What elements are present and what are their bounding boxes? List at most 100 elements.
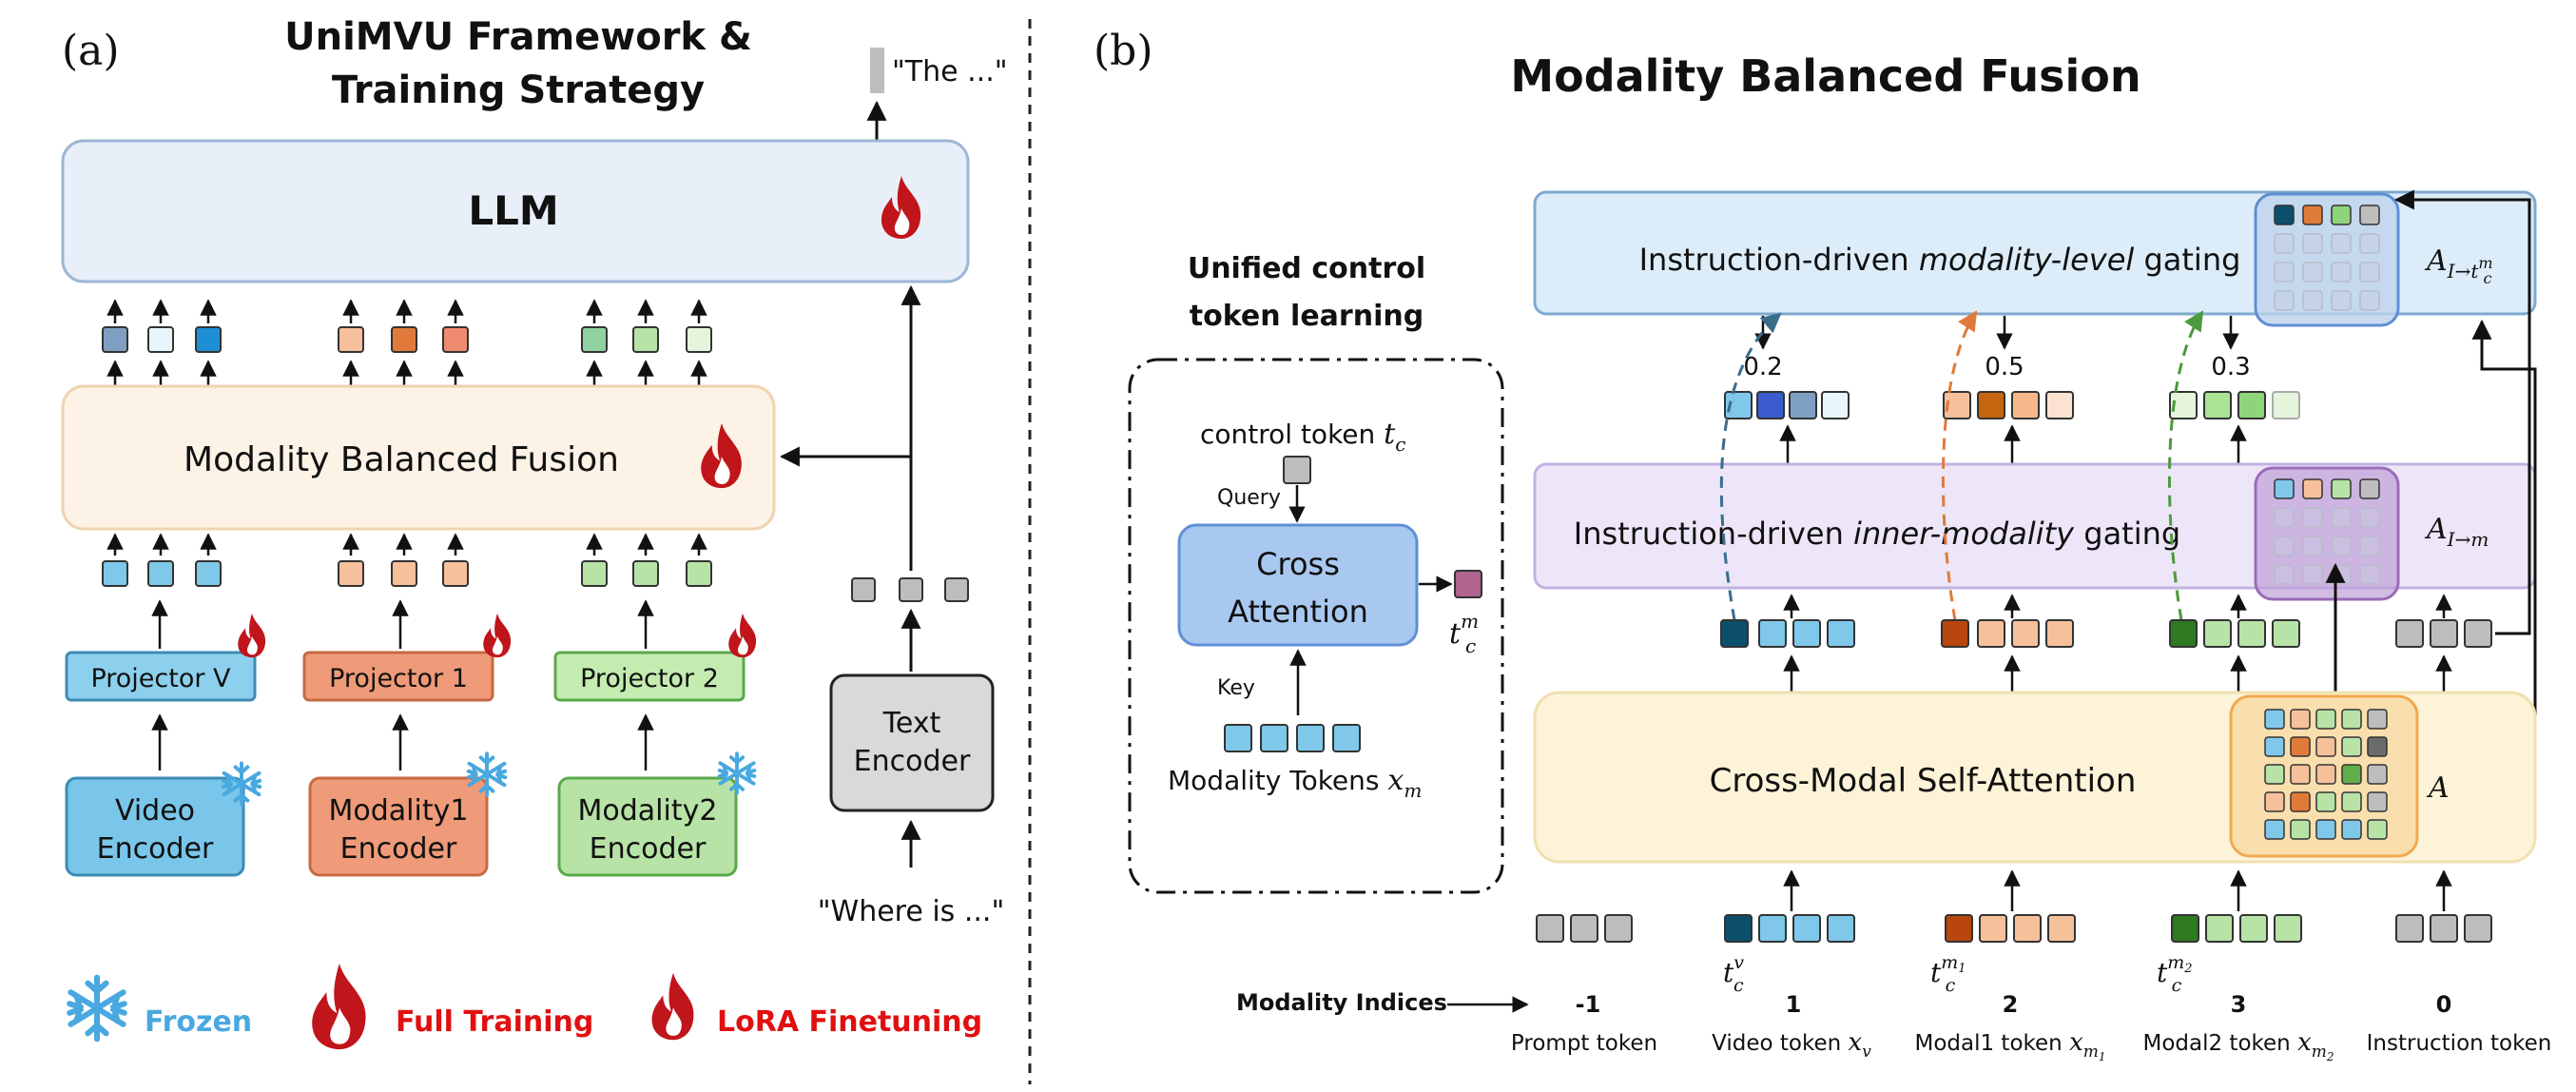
matrix-cell — [2315, 736, 2336, 757]
llm-box — [61, 139, 970, 283]
query-label: Query — [1217, 486, 1281, 510]
right-return-arrow — [2471, 319, 2537, 757]
token — [338, 326, 364, 353]
index-modal2: 3 — [2231, 991, 2247, 1018]
matrix-cell — [2274, 233, 2295, 254]
matrix-cell — [2341, 819, 2362, 840]
modality-indices-label: Modality Indices — [1236, 989, 1447, 1016]
token — [2169, 619, 2198, 648]
token — [1724, 391, 1753, 419]
token — [102, 560, 128, 587]
token — [1941, 619, 1969, 648]
token — [944, 577, 969, 602]
matrix-cell — [2331, 536, 2352, 556]
gated-tokens — [1724, 391, 2300, 419]
matrix-cell — [2359, 205, 2380, 225]
token — [1979, 914, 2007, 943]
matrix-frame — [2254, 192, 2400, 327]
self-attention-output-tokens — [1720, 619, 2492, 648]
matrix-cell — [2359, 507, 2380, 528]
matrix-cell — [2359, 290, 2380, 311]
token — [391, 326, 417, 353]
matrix-cell — [2367, 709, 2388, 730]
instruction-to-modality-gating-arrow — [2393, 189, 2531, 635]
token — [851, 577, 876, 602]
token — [1604, 914, 1633, 943]
matrix-cell — [2264, 736, 2285, 757]
token — [2239, 914, 2268, 943]
token — [1758, 619, 1787, 648]
gating-down-arrows — [1754, 316, 2239, 350]
matrix-cell — [2302, 262, 2323, 283]
token — [2171, 914, 2199, 943]
mbf-label: Modality Balanced Fusion — [184, 440, 619, 479]
matrix-cell — [2302, 233, 2323, 254]
token — [2203, 391, 2232, 419]
matrix-cell — [2302, 290, 2323, 311]
matrix-cell — [2359, 564, 2380, 585]
matrix-cell — [2290, 764, 2311, 785]
token — [686, 560, 712, 587]
token — [1724, 914, 1753, 943]
token — [2203, 619, 2232, 648]
projector-1-fire-icon — [483, 613, 512, 658]
input-text: "Where is ..." — [818, 895, 1005, 928]
output-text: "The ..." — [892, 55, 1008, 88]
token — [1260, 724, 1288, 752]
matrix-cell — [2264, 791, 2285, 812]
token — [1789, 391, 1817, 419]
modality-tokens — [1224, 724, 1361, 752]
token — [2395, 914, 2424, 943]
token — [1536, 914, 1564, 943]
token — [1720, 619, 1749, 648]
encoder-arrows — [151, 713, 654, 770]
instruction-token-label: Instruction token — [2367, 1031, 2552, 1056]
text-encoder-box — [829, 673, 995, 812]
modal2-token-label: Modal2 token xm2 — [2142, 1028, 2334, 1063]
token-arrows-top — [107, 299, 707, 386]
mbf-box — [61, 384, 776, 531]
modality1-encoder-label-1: Modality1 — [329, 794, 469, 828]
video-token-label: Video token xv — [1712, 1028, 1871, 1062]
token — [195, 326, 222, 353]
matrix-cell — [2290, 736, 2311, 757]
matrix-cell — [2367, 819, 2388, 840]
matrix-cell — [2290, 819, 2311, 840]
matrix-cell — [2315, 791, 2336, 812]
token — [2430, 914, 2458, 943]
llm-label: LLM — [468, 187, 558, 234]
index-modal1: 2 — [2003, 991, 2019, 1018]
control-token — [1283, 456, 1311, 484]
panel-b: (b) Modality Balanced Fusion Unified con… — [1094, 27, 2551, 1063]
inner-gating-up-arrows — [1779, 424, 2247, 464]
projector-v-label: Projector V — [90, 664, 231, 693]
token — [1977, 619, 2005, 648]
token — [1827, 619, 1855, 648]
token — [1792, 619, 1821, 648]
matrix-cell — [2302, 478, 2323, 499]
legend-full-training-label: Full Training — [396, 1005, 593, 1039]
token — [2464, 619, 2492, 648]
matrix-cell — [2341, 709, 2362, 730]
matrix-cell — [2290, 709, 2311, 730]
token — [581, 326, 608, 353]
token — [442, 326, 469, 353]
text-encoder-tokens — [851, 577, 969, 602]
legend-lora-fire-icon — [651, 972, 694, 1041]
matrix-cell — [2359, 262, 2380, 283]
matrix-cell — [2274, 290, 2295, 311]
matrix-cell — [2359, 478, 2380, 499]
token — [2274, 914, 2302, 943]
token — [2045, 619, 2074, 648]
matrix-cell — [2341, 791, 2362, 812]
matrix-cell — [2274, 564, 2295, 585]
inner-modality-gating-label: Instruction-driven inner-modality gating — [1574, 516, 2180, 552]
prompt-token-label: Prompt token — [1511, 1031, 1657, 1056]
legend-snowflake-icon — [69, 978, 125, 1040]
legend-lora-label: LoRA Finetuning — [717, 1005, 982, 1039]
projector-arrows — [151, 599, 654, 649]
matrix-cell — [2315, 709, 2336, 730]
modal1-token-label: Modal1 token xm1 — [1914, 1028, 2105, 1063]
matrix-cell — [2264, 709, 2285, 730]
panel-a-title-line2: Training Strategy — [332, 68, 705, 112]
